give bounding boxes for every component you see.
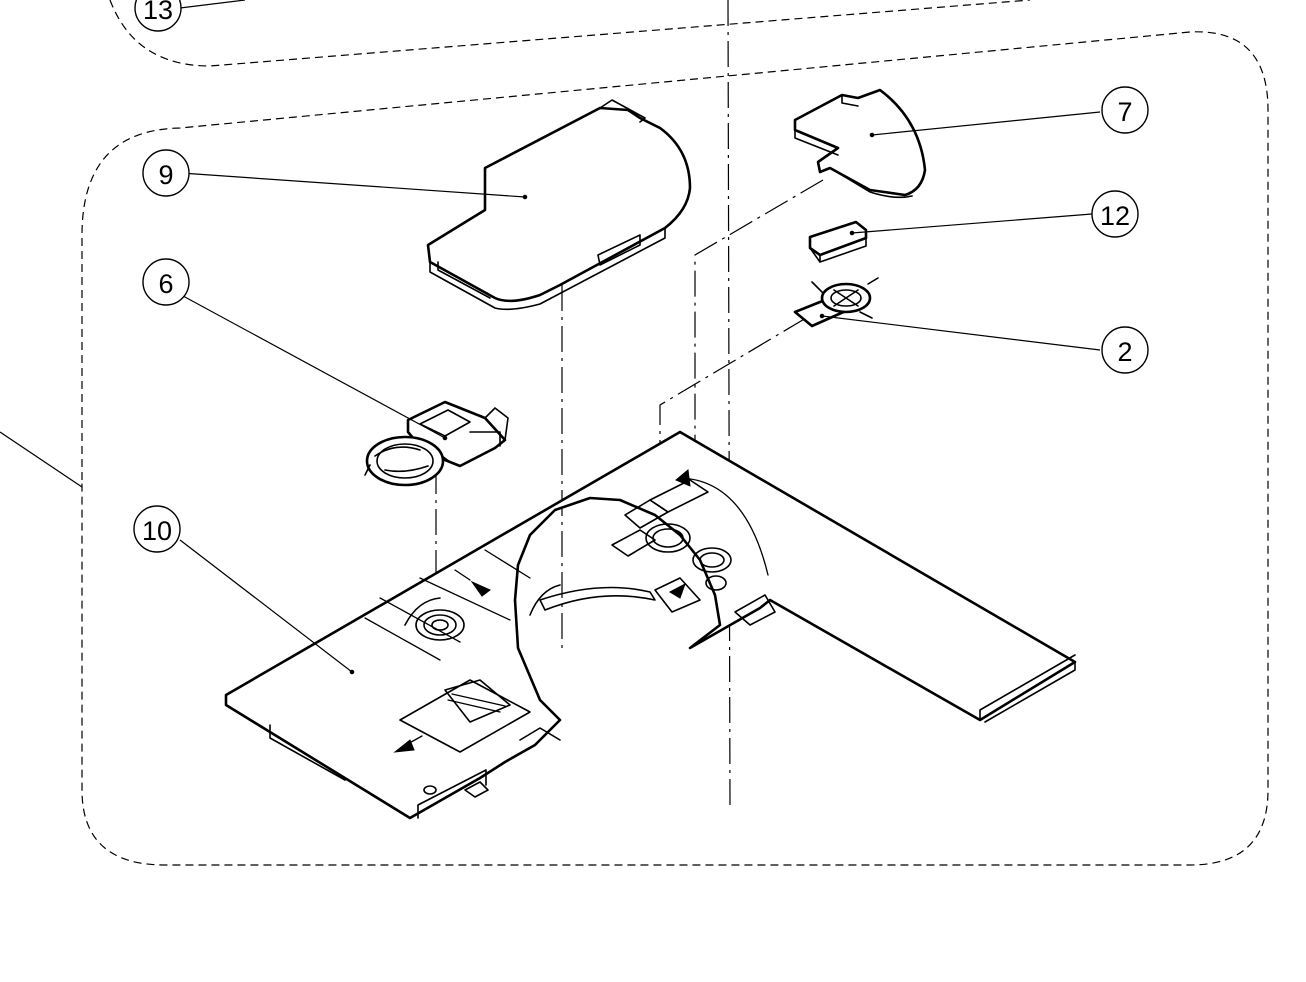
leader-9: [180, 172, 526, 198]
block-part-12: [808, 220, 868, 263]
callout-12-label: 12: [1100, 201, 1130, 231]
leader-7: [871, 111, 1101, 136]
spring-clip-part-2: [793, 277, 879, 328]
callout-13: 13: [134, 0, 182, 32]
leader-2: [821, 315, 1101, 351]
callout-13-label: 13: [143, 0, 173, 25]
callout-10: 10: [133, 505, 181, 553]
leader-12: [851, 213, 1093, 234]
callout-7: 7: [1101, 86, 1149, 134]
callout-2: 2: [1101, 326, 1149, 374]
cover-piece-part-7: [793, 88, 927, 199]
callout-12: 12: [1091, 190, 1139, 238]
leader-10: [179, 539, 353, 673]
callout-9-label: 9: [158, 160, 173, 190]
callout-6-label: 6: [158, 269, 173, 299]
leader-6: [171, 289, 446, 439]
base-plate-part-10: [224, 430, 1077, 820]
holder-part-6: [364, 400, 509, 487]
cover-part-9: [426, 99, 692, 311]
parts-group-boundary: [81, 31, 1269, 866]
callout-2-label: 2: [1117, 337, 1132, 367]
callout-10-label: 10: [142, 516, 172, 546]
leader-13: [179, 0, 246, 9]
outer-leader-line: [0, 431, 83, 488]
center-line-main: [727, 0, 731, 811]
callout-7-label: 7: [1117, 97, 1132, 127]
callout-6: 6: [142, 258, 190, 306]
assembly-line-part7: [694, 179, 824, 485]
callout-9: 9: [142, 149, 190, 197]
upper-group-boundary: [109, 0, 1031, 67]
